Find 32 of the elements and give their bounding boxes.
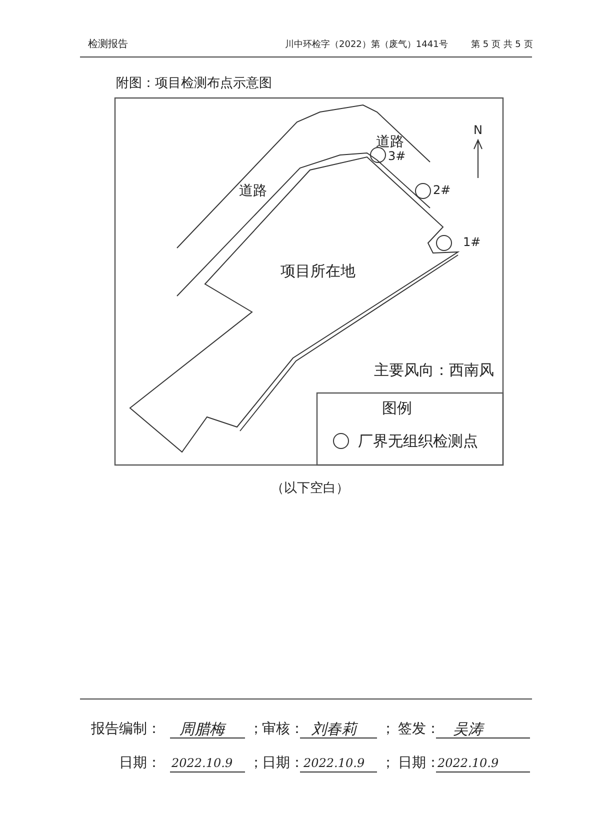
separator: ； (249, 756, 263, 770)
field-label: 审核： (262, 722, 304, 736)
figure-title: 附图：项目检测布点示意图 (116, 76, 272, 90)
separator: ； (381, 722, 395, 736)
signature: 2022.10.9 (304, 757, 365, 769)
signature: 刘春莉 (312, 722, 356, 736)
signature: 2022.10.9 (438, 757, 499, 769)
legend-text: 厂界无组织检测点 (358, 434, 478, 448)
field-label: 日期： (262, 756, 304, 770)
road-label: 道路 (376, 135, 404, 149)
field-label: 报告编制： (91, 722, 161, 736)
point-number: 3# (388, 150, 406, 162)
monitoring-point (415, 183, 431, 199)
point-number: 2# (433, 184, 451, 196)
field-label: 签发： (398, 722, 440, 736)
signature: 吴涛 (453, 722, 483, 736)
report-number: 川中环检字（2022）第（废气）1441号 (285, 40, 448, 50)
field-label: 日期： (119, 756, 161, 770)
separator: ； (381, 756, 395, 770)
note: （以下空白） (271, 482, 349, 494)
header-title: 检测报告 (88, 40, 128, 50)
signature: 2022.10.9 (172, 757, 233, 769)
separator: ； (249, 722, 263, 736)
road-label: 道路 (239, 184, 267, 198)
point-number: 1# (463, 236, 481, 248)
signature: 周腊梅 (180, 722, 224, 736)
page-number: 第 5 页 共 5 页 (471, 40, 533, 50)
monitoring-point (370, 147, 386, 163)
legend-title: 图例 (382, 400, 412, 416)
area-label: 项目所在地 (280, 264, 356, 278)
north-label: N (474, 124, 482, 136)
wind-direction: 主要风向：西南风 (374, 362, 494, 378)
